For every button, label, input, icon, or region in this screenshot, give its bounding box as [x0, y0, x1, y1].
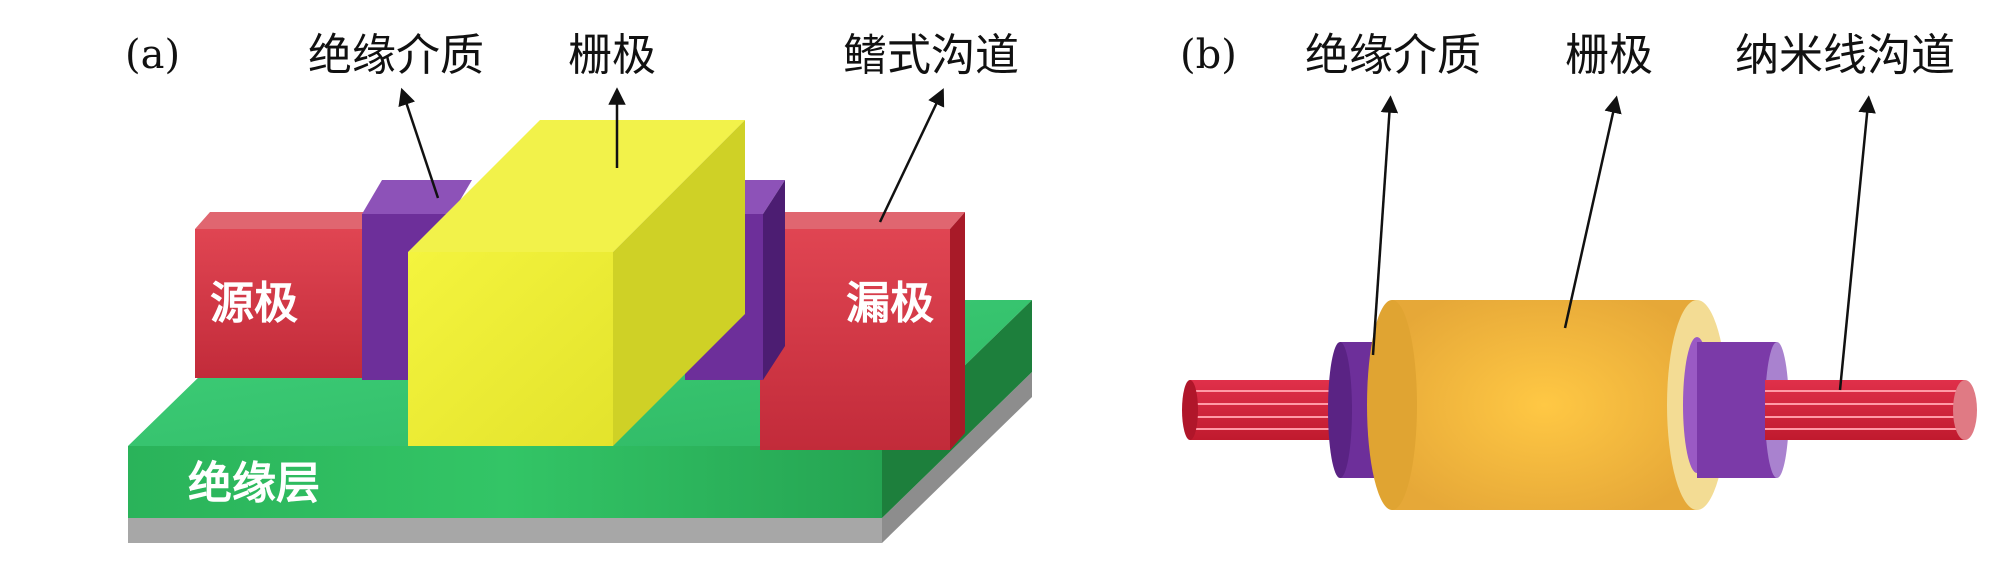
- nanowire-left: [1182, 380, 1350, 440]
- fin-callout: [878, 88, 945, 223]
- dielectric-callout-b: [1371, 95, 1399, 356]
- gate-callout-b: [1563, 95, 1622, 329]
- gate-label-b: 栅极: [1565, 30, 1653, 81]
- source-label: 源极: [210, 278, 298, 329]
- panel-b-tag: (b): [1180, 32, 1237, 78]
- nanowire-label: 纳米线沟道: [1735, 30, 1955, 81]
- gate-electrode-a: [408, 120, 745, 446]
- drain-electrode: 漏极: [760, 212, 965, 450]
- panel-b: (b): [1180, 30, 1977, 510]
- panel-a: (a) 绝缘层 源极 漏极: [125, 30, 1032, 543]
- gate-electrode-b: [1367, 300, 1727, 510]
- nanowire-right: [1765, 380, 1977, 440]
- source-electrode: 源极: [195, 212, 384, 378]
- dielectric-ring-right: [1697, 342, 1789, 478]
- nanowire-callout: [1838, 95, 1876, 391]
- drain-label: 漏极: [846, 278, 934, 329]
- insulator-label: 绝缘层: [188, 458, 320, 509]
- dielectric-label-b: 绝缘介质: [1305, 30, 1481, 81]
- dielectric-callout-a: [398, 87, 440, 199]
- panel-a-tag: (a): [125, 32, 180, 78]
- fin-label: 鳍式沟道: [843, 30, 1019, 81]
- substrate-layer: [128, 372, 1032, 543]
- gate-label-a: 栅极: [568, 30, 656, 81]
- dielectric-label-a: 绝缘介质: [308, 30, 484, 81]
